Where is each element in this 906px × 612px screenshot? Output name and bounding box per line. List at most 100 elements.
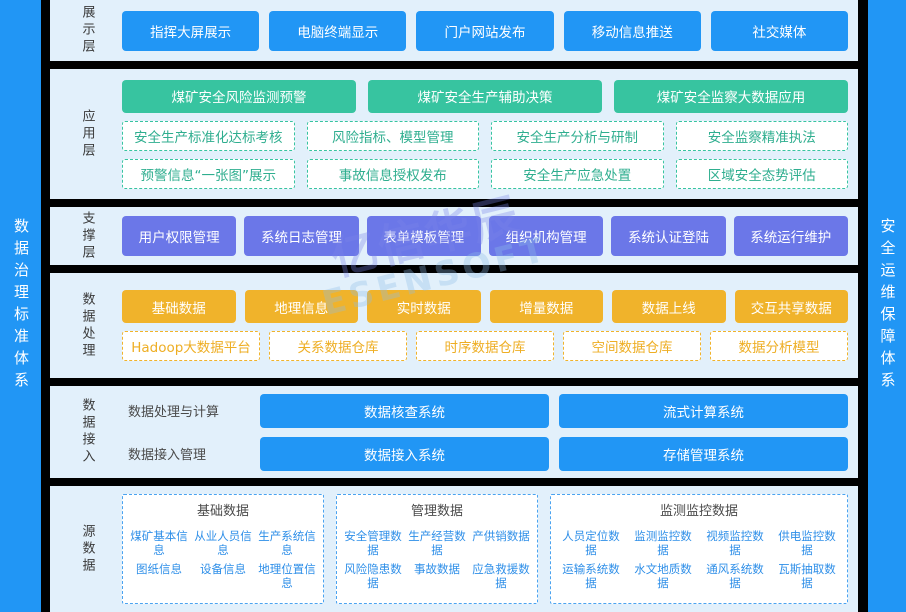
layer-data-processing-body: 基础数据地理信息实时数据增量数据数据上线交互共享数据 Hadoop大数据平台关系… bbox=[122, 273, 858, 378]
data-access-row: 数据处理与计算数据核查系统流式计算系统 bbox=[122, 393, 848, 428]
source-data-item[interactable]: 地理位置信息 bbox=[258, 561, 316, 590]
layer-display-body: 指挥大屏展示电脑终端显示门户网站发布移动信息推送社交媒体 bbox=[122, 0, 858, 61]
source-data-item[interactable]: 供电监控数据 bbox=[778, 528, 836, 558]
display-item-chip[interactable]: 门户网站发布 bbox=[416, 10, 554, 51]
support-item-chip[interactable]: 表单模板管理 bbox=[366, 216, 481, 256]
data-warehouse-chip[interactable]: Hadoop大数据平台 bbox=[122, 331, 260, 361]
source-data-group-title: 监测监控数据 bbox=[659, 504, 738, 519]
application-subitem-chip[interactable]: 预警信息“一张图”展示 bbox=[122, 158, 295, 189]
layer-data-access: 数据接入 数据处理与计算数据核查系统流式计算系统数据接入管理 数据接入系统存储管理… bbox=[50, 386, 858, 478]
data-access-sublabel: 数据接入管理 bbox=[128, 448, 207, 463]
application-app-chip[interactable]: 煤矿安全监察大数据应用 bbox=[614, 79, 848, 113]
source-data-item[interactable]: 瓦斯抽取数据 bbox=[778, 561, 836, 590]
source-data-item[interactable]: 应急救援数据 bbox=[472, 561, 530, 590]
layer-source-data-body: 基础数据煤矿基本信息从业人员信息生产系统信息图纸信息设备信息地理位置信息管理数据… bbox=[122, 486, 858, 612]
data-warehouse-chip[interactable]: 时序数据仓库 bbox=[416, 331, 554, 361]
data-warehouse-chip[interactable]: 关系数据仓库 bbox=[269, 331, 407, 361]
data-access-item-chip[interactable]: 流式计算系统 bbox=[559, 393, 848, 428]
application-sub-row-1: 安全生产标准化达标考核风险指标、模型管理安全生产分析与研制安全监察精准执法 bbox=[122, 120, 848, 151]
source-data-item[interactable]: 生产经营数据 bbox=[408, 528, 466, 558]
data-processing-item-chip[interactable]: 数据上线 bbox=[612, 290, 726, 323]
layer-support-label-text: 支撑层 bbox=[79, 210, 95, 262]
layer-application-label-text: 应用层 bbox=[79, 108, 95, 160]
support-item-chip[interactable]: 系统认证登陆 bbox=[611, 216, 726, 256]
source-data-item[interactable]: 人员定位数据 bbox=[562, 528, 620, 558]
layer-source-data: 源数据 基础数据煤矿基本信息从业人员信息生产系统信息图纸信息 设备信息地理位置信息… bbox=[50, 486, 858, 612]
data-processing-row-1: 基础数据地理信息实时数据增量数据数据上线交互共享数据 bbox=[122, 290, 848, 323]
source-data-group: 基础数据煤矿基本信息从业人员信息生产系统信息图纸信息 设备信息地理位置信息 bbox=[122, 494, 324, 604]
data-access-item-chip[interactable]: 数据接入系统 bbox=[260, 436, 549, 471]
layer-support: 支撑层 用户权限管理系统日志管理表单模板管理组织机构管理系统认证登陆系统运行维护 bbox=[50, 207, 858, 265]
layer-application: 应用层 煤矿安全风险监测预警煤矿安全生产辅助决策煤矿安全监察大数据应用 安全生产… bbox=[50, 69, 858, 199]
application-subitem-chip[interactable]: 事故信息授权发布 bbox=[306, 158, 479, 189]
layer-stack: 展示层 指挥大屏展示电脑终端显示门户网站发布移动信息推送社交媒体 应用层 煤矿安… bbox=[50, 0, 858, 612]
data-access-item-chip[interactable]: 存储管理系统 bbox=[559, 436, 848, 471]
application-sub-row-2: 预警信息“一张图”展示事故信息授权发布安全生产应急处置区域安全态势评估 bbox=[122, 158, 848, 189]
source-data-group: 管理数据安全管理数据生产经营数据产供销数据风险隐患数据事故数据应急救援数据 bbox=[336, 494, 538, 604]
source-data-group: 监测监控数据人员定位数据监测监控数据视频监控数据供电监控数据运输系统数据水文地质… bbox=[550, 494, 848, 604]
application-subitem-chip[interactable]: 安全生产应急处置 bbox=[491, 158, 664, 189]
display-item-chip[interactable]: 电脑终端显示 bbox=[269, 10, 407, 51]
support-item-chip[interactable]: 系统运行维护 bbox=[733, 216, 848, 256]
layer-data-processing-label: 数据处理 bbox=[50, 273, 122, 378]
data-processing-item-chip[interactable]: 交互共享数据 bbox=[734, 290, 848, 323]
display-item-chip[interactable]: 移动信息推送 bbox=[563, 10, 701, 51]
data-processing-item-chip[interactable]: 增量数据 bbox=[489, 290, 603, 323]
display-item-chip[interactable]: 指挥大屏展示 bbox=[122, 10, 260, 51]
layer-display: 展示层 指挥大屏展示电脑终端显示门户网站发布移动信息推送社交媒体 bbox=[50, 0, 858, 61]
data-processing-row-2: Hadoop大数据平台关系数据仓库时序数据仓库空间数据仓库数据分析模型 bbox=[122, 331, 848, 361]
layer-source-data-label: 源数据 bbox=[50, 486, 122, 612]
layer-display-label-text: 展示层 bbox=[79, 5, 95, 56]
layer-display-label: 展示层 bbox=[50, 0, 122, 61]
support-item-chip[interactable]: 系统日志管理 bbox=[244, 216, 359, 256]
source-data-item[interactable]: 风险隐患数据 bbox=[344, 561, 402, 590]
left-rail-data-governance: 数据治理标准体系 bbox=[0, 0, 41, 612]
layer-source-data-label-text: 源数据 bbox=[79, 523, 95, 575]
display-items-row: 指挥大屏展示电脑终端显示门户网站发布移动信息推送社交媒体 bbox=[122, 10, 849, 51]
source-data-group-items: 安全管理数据生产经营数据产供销数据风险隐患数据事故数据应急救援数据 bbox=[343, 522, 531, 597]
layer-data-access-label: 数据接入 bbox=[50, 386, 122, 478]
support-item-chip[interactable]: 组织机构管理 bbox=[488, 216, 604, 256]
data-processing-item-chip[interactable]: 实时数据 bbox=[367, 290, 481, 323]
source-data-group-items: 煤矿基本信息从业人员信息生产系统信息图纸信息 设备信息地理位置信息 bbox=[129, 522, 317, 597]
data-warehouse-chip[interactable]: 空间数据仓库 bbox=[563, 331, 701, 361]
data-processing-item-chip[interactable]: 地理信息 bbox=[244, 290, 358, 323]
application-app-chip[interactable]: 煤矿安全生产辅助决策 bbox=[368, 79, 602, 113]
data-access-item-chip[interactable]: 数据核查系统 bbox=[260, 393, 549, 428]
application-apps-row: 煤矿安全风险监测预警煤矿安全生产辅助决策煤矿安全监察大数据应用 bbox=[122, 79, 848, 113]
source-data-group-title: 基础数据 bbox=[196, 504, 249, 519]
source-data-group-items: 人员定位数据监测监控数据视频监控数据供电监控数据运输系统数据水文地质数据通风系统… bbox=[557, 522, 841, 597]
source-data-item[interactable]: 图纸信息 bbox=[136, 561, 182, 576]
source-data-item[interactable]: 通风系统数据 bbox=[706, 561, 764, 590]
source-data-item[interactable]: 安全管理数据 bbox=[344, 528, 402, 558]
layer-application-body: 煤矿安全风险监测预警煤矿安全生产辅助决策煤矿安全监察大数据应用 安全生产标准化达… bbox=[122, 69, 858, 199]
source-data-group-title: 管理数据 bbox=[410, 504, 463, 519]
source-data-item[interactable]: 从业人员信息 bbox=[194, 528, 252, 558]
application-app-chip[interactable]: 煤矿安全风险监测预警 bbox=[122, 79, 356, 113]
support-item-chip[interactable]: 用户权限管理 bbox=[122, 216, 237, 256]
application-subitem-chip[interactable]: 安全生产标准化达标考核 bbox=[122, 120, 295, 151]
layer-data-access-body: 数据处理与计算数据核查系统流式计算系统数据接入管理 数据接入系统存储管理系统 bbox=[122, 386, 858, 478]
layer-application-label: 应用层 bbox=[50, 69, 122, 199]
source-data-item[interactable]: 监测监控数据 bbox=[634, 528, 692, 558]
source-data-item[interactable]: 生产系统信息 bbox=[258, 528, 316, 558]
layer-data-processing: 数据处理 基础数据地理信息实时数据增量数据数据上线交互共享数据 Hadoop大数… bbox=[50, 273, 858, 378]
source-data-item[interactable]: 设备信息 bbox=[200, 561, 246, 576]
right-rail-security-ops: 安全运维保障体系 bbox=[868, 0, 906, 612]
application-subitem-chip[interactable]: 区域安全态势评估 bbox=[675, 158, 848, 189]
source-data-item[interactable]: 事故数据 bbox=[414, 561, 460, 576]
layer-data-processing-label-text: 数据处理 bbox=[79, 291, 95, 360]
application-subitem-chip[interactable]: 风险指标、模型管理 bbox=[306, 120, 479, 151]
data-warehouse-chip[interactable]: 数据分析模型 bbox=[710, 331, 848, 361]
source-data-item[interactable]: 产供销数据 bbox=[472, 528, 530, 543]
source-data-item[interactable]: 煤矿基本信息 bbox=[130, 528, 188, 558]
data-processing-item-chip[interactable]: 基础数据 bbox=[122, 290, 236, 323]
source-data-groups: 基础数据煤矿基本信息从业人员信息生产系统信息图纸信息设备信息地理位置信息管理数据… bbox=[122, 494, 848, 604]
source-data-item[interactable]: 视频监控数据 bbox=[706, 528, 764, 558]
application-subitem-chip[interactable]: 安全监察精准执法 bbox=[675, 120, 848, 151]
source-data-item[interactable]: 水文地质数据 bbox=[634, 561, 692, 590]
display-item-chip[interactable]: 社交媒体 bbox=[710, 10, 849, 51]
application-subitem-chip[interactable]: 安全生产分析与研制 bbox=[491, 120, 664, 151]
source-data-item[interactable]: 运输系统数据 bbox=[562, 561, 620, 590]
